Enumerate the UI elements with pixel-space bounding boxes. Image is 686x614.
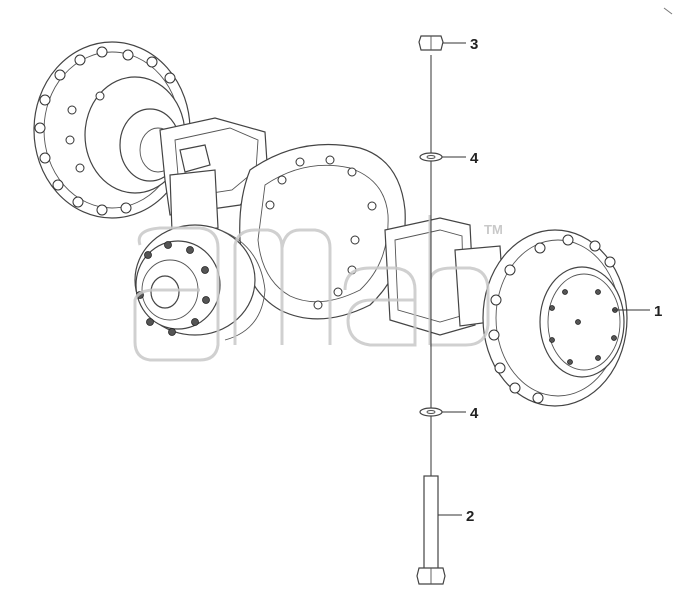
washer-4-upper	[419, 152, 443, 162]
callout-1: 1	[612, 303, 662, 320]
callout-label-1: 1	[654, 303, 662, 320]
callout-3: 3	[443, 36, 478, 53]
watermark: TM	[133, 215, 503, 362]
callout-label-4-upper: 4	[470, 150, 479, 167]
callout-label-2: 2	[466, 508, 474, 525]
input-flange	[134, 224, 266, 341]
callout-4-upper: 4	[442, 150, 479, 167]
left-wheel-hub	[33, 41, 191, 219]
bolt-2	[416, 475, 446, 585]
callout-label-3: 3	[470, 36, 478, 53]
corner-mark	[663, 7, 673, 15]
watermark-trademark: TM	[484, 222, 503, 237]
nut-3	[418, 35, 444, 51]
washer-4-lower	[419, 407, 443, 417]
right-wheel-hub	[482, 229, 628, 407]
callout-4-lower: 4	[442, 405, 479, 422]
callout-2: 2	[438, 508, 474, 525]
left-axle-tube	[159, 117, 269, 233]
callout-label-4-lower: 4	[470, 405, 479, 422]
